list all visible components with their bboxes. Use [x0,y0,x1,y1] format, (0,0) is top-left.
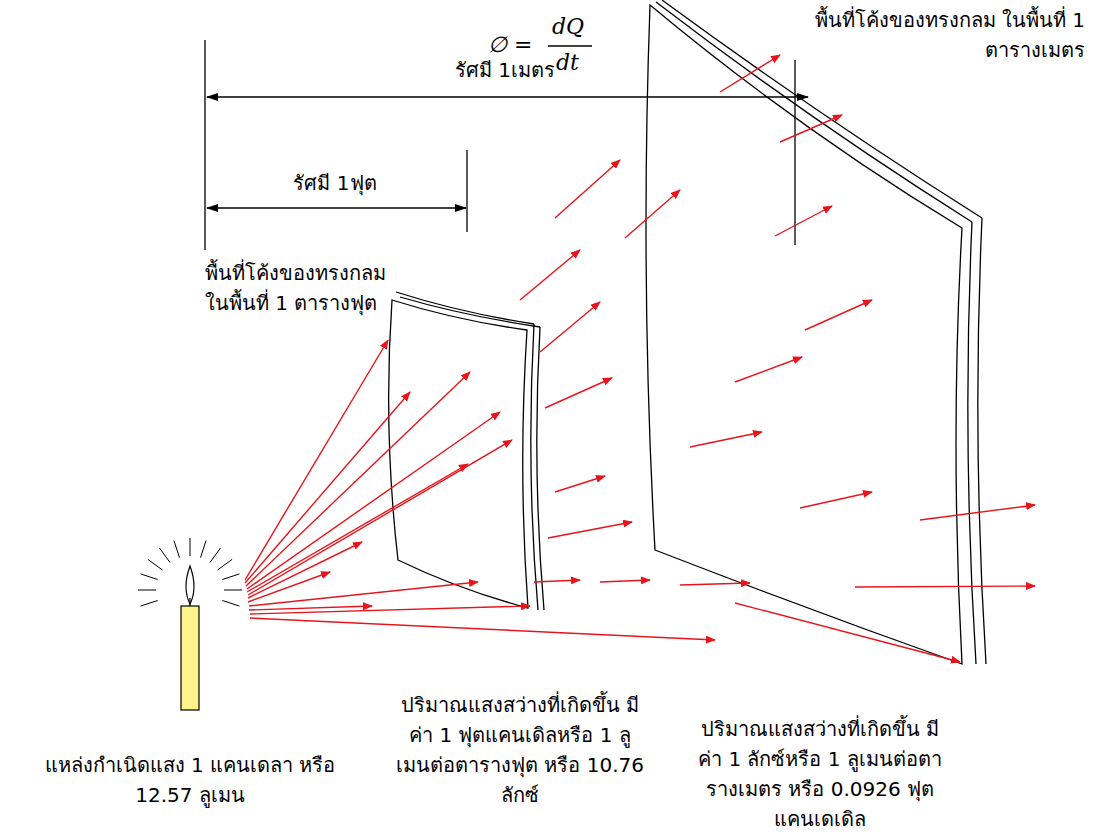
candle [138,538,242,710]
dimension-arrow [207,96,808,97]
area-label: พื้นที่โค้งของทรงกลม ในพื้นที่ 1 ตารางฟุ… [205,258,405,318]
dimension-arrow [207,207,466,208]
fraction-bar [548,45,592,47]
sphere-patch-large [646,0,986,664]
illuminance-note: ปริมาณแสงสว่างที่เกิดขึ้น มีค่า 1 ลักซ์ห… [690,714,950,834]
illuminance-note: ปริมาณแสงสว่างที่เกิดขึ้น มีค่า 1 ฟุตแคน… [395,690,645,810]
dimension-label: รัศมี 1ฟุต [240,168,430,198]
dimension-label: รัศมี 1เมตร [405,55,605,85]
formula-numerator: dQ [552,14,584,39]
formula-denominator: dt [556,50,579,75]
sphere-patch-small [389,292,544,610]
area-label: พื้นที่โค้งของทรงกลม ในพื้นที่ 1 ตารางเม… [810,5,1085,65]
light-rays [245,55,1035,662]
extension-lines [205,40,795,250]
source-label: แหล่งกำเนิดแสง 1 แคนเดลา หรือ 12.57 ลูเม… [30,750,350,810]
formula-symbol: ∅ = [488,32,532,57]
